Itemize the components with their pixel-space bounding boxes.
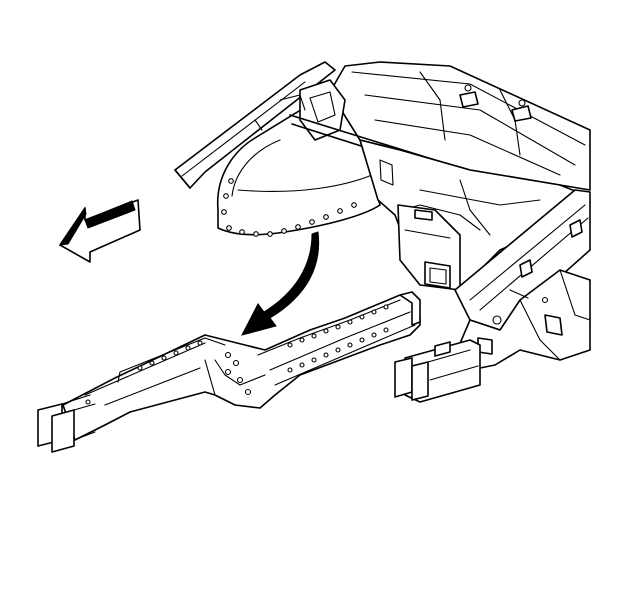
installed-rail-stub bbox=[394, 339, 481, 403]
front-body-structure bbox=[174, 61, 591, 371]
curved-removal-arrow bbox=[241, 231, 320, 336]
rail-weld-holes bbox=[85, 304, 389, 405]
front-direction-arrow bbox=[58, 199, 141, 263]
shield-weld-dots bbox=[221, 178, 357, 237]
front-frame-rail bbox=[37, 291, 421, 453]
